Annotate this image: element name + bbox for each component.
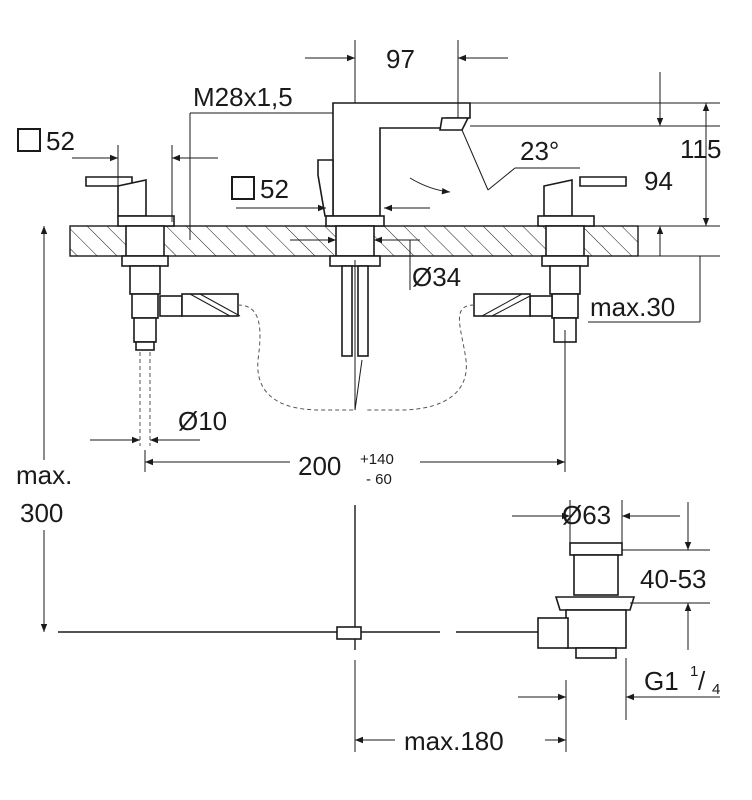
deck-thickness-label: max.30 [590, 292, 675, 322]
drain-thread-numerator: 1 [690, 663, 698, 680]
right-handle-valve [537, 176, 627, 343]
supply-diameter-label: Ø10 [178, 406, 227, 436]
drain-assembly [537, 542, 636, 659]
square-symbol-icon [17, 128, 41, 152]
drain-range-label: 40-53 [640, 564, 707, 594]
drain-diameter-label: Ø63 [562, 500, 611, 530]
max-length-label-line2: 300 [20, 498, 63, 528]
max-length-label-line1: max. [16, 460, 72, 490]
spout-square-label: 52 [260, 174, 289, 204]
spout-hole-label: Ø34 [412, 262, 461, 292]
spout-angle-label: 23° [520, 136, 559, 166]
left-handle-valve [85, 176, 175, 446]
drain-thread-label: G1 [644, 666, 679, 696]
spout-height-label: 94 [644, 166, 673, 196]
center-distance-label: 200 [298, 451, 341, 481]
left-hose [159, 293, 355, 411]
handle-square-label: 52 [46, 126, 75, 156]
drain-thread-slash: / [698, 666, 706, 696]
countertop [69, 225, 720, 257]
total-height-label: 115 [680, 134, 721, 164]
drain-max-label: max.180 [404, 726, 504, 756]
center-tolerance-plus: +140 [360, 451, 394, 468]
square-symbol-icon [231, 176, 255, 200]
spout [317, 102, 471, 411]
thread-label: M28x1,5 [193, 82, 293, 112]
drain-thread-denominator: 4 [712, 681, 720, 698]
center-tolerance-minus: - 60 [366, 471, 392, 488]
popup-rod [58, 505, 538, 650]
dimension-lines [40, 40, 720, 752]
spout-reach-label: 97 [386, 44, 415, 74]
right-hose [365, 293, 553, 411]
